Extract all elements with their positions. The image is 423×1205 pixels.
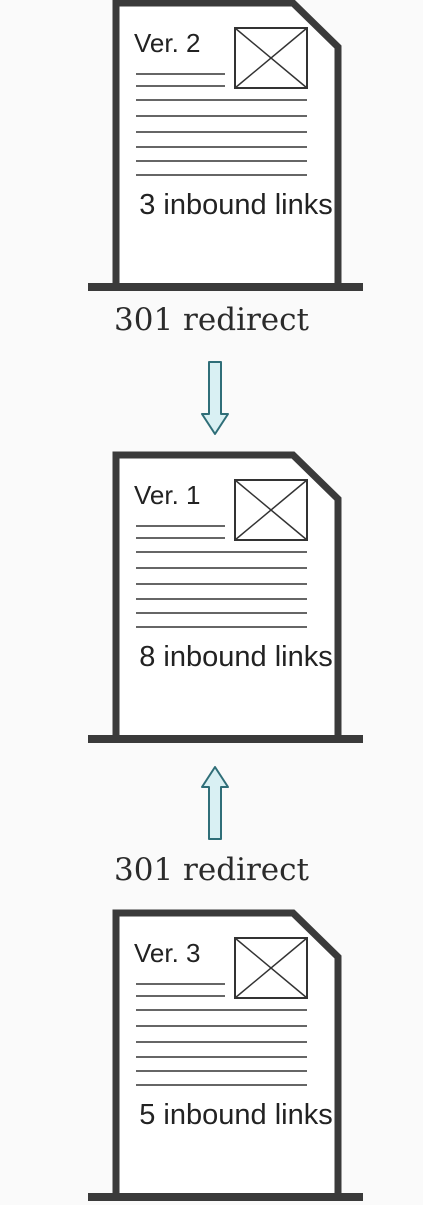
image-placeholder-icon xyxy=(234,937,308,999)
text-lines xyxy=(136,73,307,176)
inbound-links-label: 8 inbound links xyxy=(139,641,333,673)
version-label: Ver. 1 xyxy=(134,480,201,510)
version-label: Ver. 3 xyxy=(134,938,201,968)
document-ver3: Ver. 3 5 inbound links xyxy=(88,905,363,1201)
inbound-links-label: 5 inbound links xyxy=(139,1099,333,1131)
version-label: Ver. 2 xyxy=(134,28,201,58)
inbound-links-label: 3 inbound links xyxy=(139,189,333,221)
document-outline xyxy=(88,451,363,743)
arrow-up-icon xyxy=(201,766,229,840)
arrow-down-icon xyxy=(201,361,229,435)
document-outline xyxy=(88,0,363,291)
image-placeholder-icon xyxy=(234,479,308,541)
text-lines xyxy=(136,983,307,1086)
redirect-label: 301 redirect xyxy=(114,302,309,338)
text-lines xyxy=(136,525,307,628)
document-ver1: Ver. 1 8 inbound links xyxy=(88,447,363,743)
document-ver2: Ver. 2 3 inbound links xyxy=(88,0,363,291)
document-outline xyxy=(88,909,363,1201)
image-placeholder-icon xyxy=(234,27,308,89)
redirect-label: 301 redirect xyxy=(114,852,309,888)
